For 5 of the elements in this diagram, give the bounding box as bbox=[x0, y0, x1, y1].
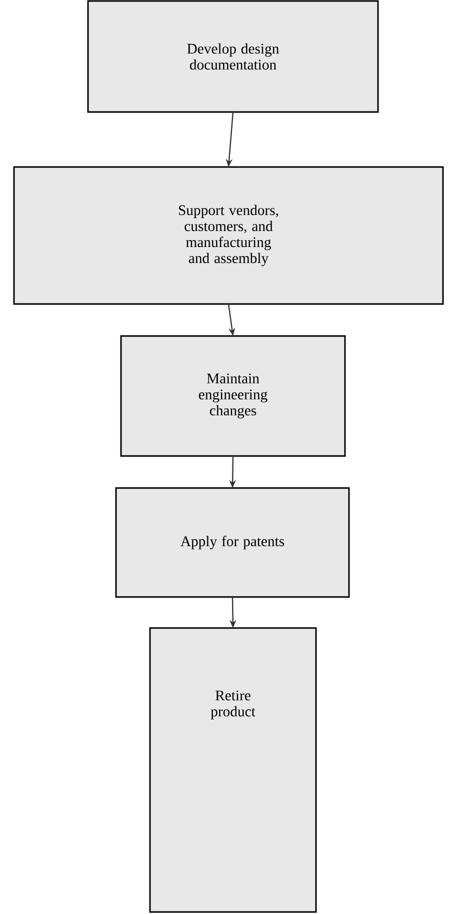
process-box: Maintain engineering changes bbox=[120, 335, 346, 457]
process-box: Retire product bbox=[149, 627, 317, 913]
process-box: Develop design documentation bbox=[87, 0, 379, 113]
process-box: Support vendors, customers, and manufacturing and assembly bbox=[13, 166, 444, 305]
process-box: Apply for patents bbox=[115, 487, 350, 598]
